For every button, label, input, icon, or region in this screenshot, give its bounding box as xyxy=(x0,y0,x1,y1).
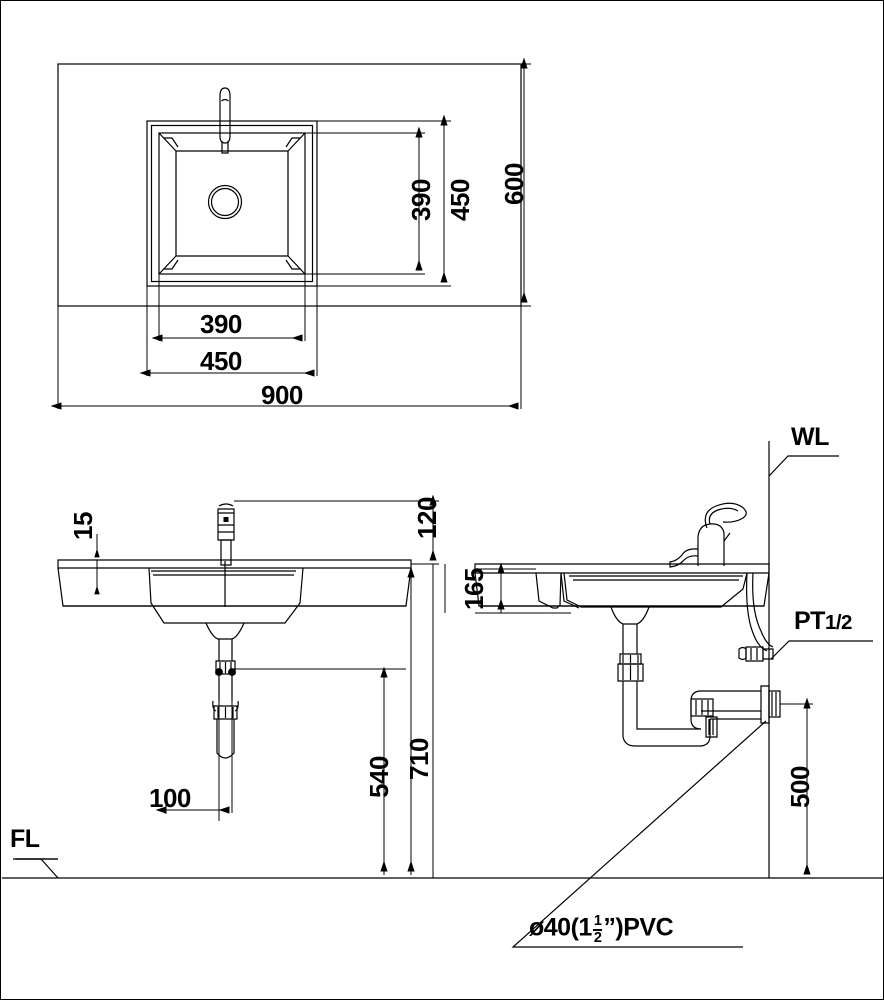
wl-label: WL xyxy=(791,423,829,451)
pt-label-size: 1/2 xyxy=(824,611,853,634)
side-dim-165 xyxy=(475,562,571,614)
front-dim-100 xyxy=(155,791,230,814)
fl-label: FL xyxy=(10,825,40,853)
pt-leader xyxy=(770,640,873,660)
front-elevation xyxy=(57,503,412,759)
side-dim-500-label: 500 xyxy=(784,766,815,808)
pvc-fraction-denominator: 2 xyxy=(593,929,602,946)
plan-dim-450-v-label: 450 xyxy=(444,179,475,221)
pvc-leader xyxy=(511,720,767,948)
side-dim-165-label: 165 xyxy=(458,568,489,610)
wl-leader xyxy=(768,455,839,477)
front-dim-120 xyxy=(234,494,439,565)
plan-dim-600 xyxy=(520,57,531,307)
fl-leader xyxy=(13,858,59,879)
front-dim-540-label: 540 xyxy=(363,756,394,798)
rod-dots xyxy=(215,668,236,676)
plan-dim-450-h-label: 450 xyxy=(200,346,242,376)
side-elevation xyxy=(474,502,781,747)
front-dim-100-label: 100 xyxy=(149,783,191,813)
front-dim-extensions xyxy=(218,564,434,878)
pvc-label-prefix: ø40(1 xyxy=(529,913,592,942)
plan-dim-600-label: 600 xyxy=(498,163,529,205)
plan-dim-390-v xyxy=(305,126,425,275)
plan-dim-450-v xyxy=(317,114,451,287)
pvc-fraction-numerator: 1 xyxy=(592,913,603,931)
plan-view xyxy=(57,63,522,307)
front-dim-710-label: 710 xyxy=(403,738,434,780)
plan-dim-390-h-label: 390 xyxy=(200,309,242,339)
pt-label: PT1/2 xyxy=(794,609,852,634)
pvc-label-suffix: ”)PVC xyxy=(603,913,674,942)
plan-dim-extensions xyxy=(57,274,522,409)
plan-dim-390-v-label: 390 xyxy=(405,179,436,221)
front-dim-15-label: 15 xyxy=(67,512,98,540)
front-dim-120-label: 120 xyxy=(411,497,442,539)
plan-dim-900-h-label: 900 xyxy=(261,380,303,410)
pt-label-prefix: PT xyxy=(794,607,825,635)
side-dim-500 xyxy=(780,697,813,875)
